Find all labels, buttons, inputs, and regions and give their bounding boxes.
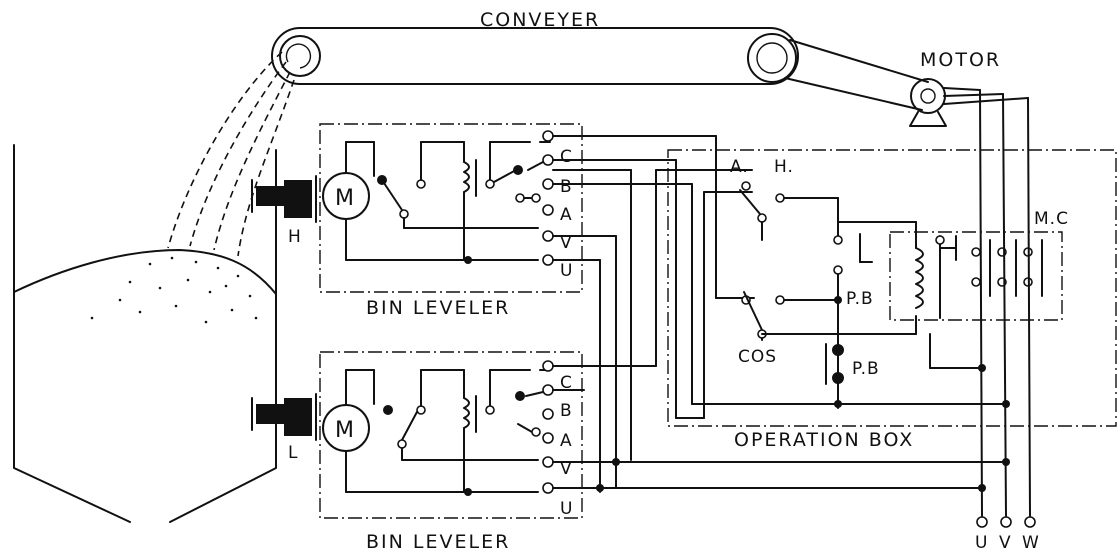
supply-v-label: V [999,533,1012,553]
material-flow [167,51,295,257]
terminal-c-label: C [560,373,573,393]
sensor-high [251,175,317,223]
terminal-a-label: A [560,431,573,451]
terminal-u-label: U [560,499,573,519]
bin [13,144,277,523]
leveler-top-motor-symbol: M [335,186,354,211]
bin-leveler-top [319,123,583,293]
terminal-v-label: V [560,459,573,479]
selector-h-label: H. [774,157,794,177]
sensor-low-label: L [288,443,298,463]
material-dots [90,256,258,324]
terminal-c-label: C [560,147,573,167]
supply-w-label: W [1022,533,1040,553]
conveyer [271,27,799,85]
operation-box-label: OPERATION BOX [734,429,914,451]
bin-leveler-top-label: BIN LEVELER [366,297,510,319]
terminal-v-label: V [560,233,573,253]
operation-box [667,149,1117,427]
motor-label: MOTOR [920,49,1001,71]
magnetic-contactor-label: M.C [1034,209,1069,229]
selector-a-label: A. [730,157,749,177]
terminal-u-label: U [560,261,573,281]
interconnect-wiring [552,135,1010,493]
sensor-low [251,393,317,441]
supply-lines [976,89,1036,528]
supply-u-label: U [975,533,988,553]
leveler-bottom-motor-symbol: M [335,418,354,443]
push-button-stop-label: P.B [846,289,874,309]
bin-leveler-bottom [319,351,583,519]
terminal-b-label: B [560,177,573,197]
leveler-top-terminal-labels: C B A V U [560,147,573,281]
leveler-bottom-terminal-labels: C B A V U [560,373,573,519]
terminal-a-label: A [560,205,573,225]
drive-belt [784,39,929,111]
cos-label: COS [738,347,777,367]
push-button-start-label: P.B [852,359,880,379]
sensor-high-label: H [288,227,302,247]
conveyer-label: CONVEYER [480,9,600,31]
bin-leveler-bottom-label: BIN LEVELER [366,531,510,553]
motor [909,78,1029,127]
terminal-b-label: B [560,401,573,421]
